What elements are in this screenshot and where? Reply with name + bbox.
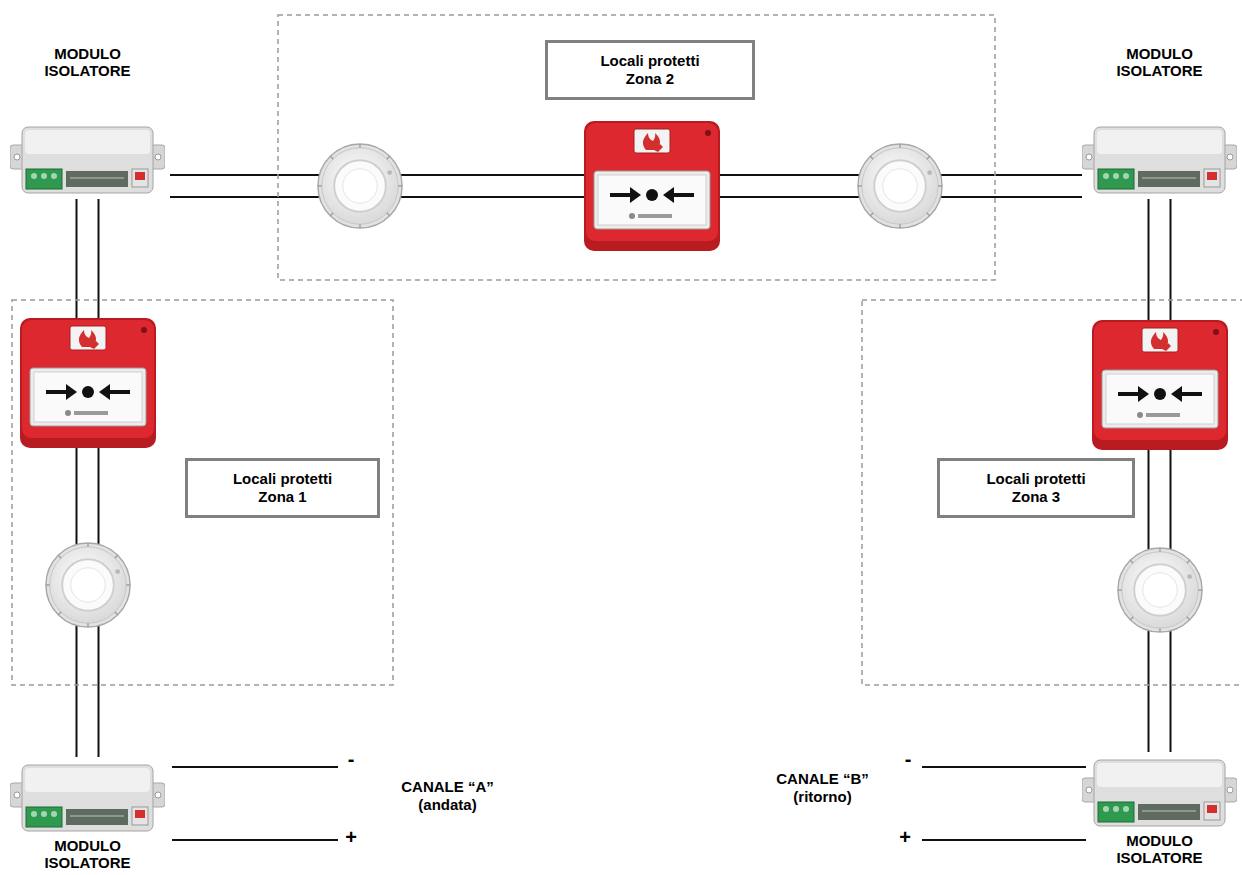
zone-label: Locali protetti Zona 3 bbox=[971, 470, 1101, 506]
module-part bbox=[31, 173, 37, 179]
zone-label-box: Locali protetti Zona 1 bbox=[185, 458, 380, 518]
module-part bbox=[1098, 802, 1134, 822]
module-part bbox=[1097, 130, 1222, 154]
module-part bbox=[25, 130, 150, 154]
zone-label: Locali protetti Zona 2 bbox=[585, 52, 715, 88]
module-part bbox=[66, 809, 128, 825]
module-part bbox=[41, 173, 47, 179]
module-part bbox=[1138, 171, 1200, 187]
zone-label: Locali protetti Zona 1 bbox=[218, 470, 348, 506]
isolator-picture bbox=[1082, 752, 1237, 832]
module-part bbox=[26, 807, 62, 827]
channel-label: CANALE “A” (andata) bbox=[390, 778, 505, 814]
module-label: MODULO ISOLATORE bbox=[1105, 832, 1215, 866]
module-part bbox=[31, 811, 37, 817]
wire-gap bbox=[1150, 199, 1170, 752]
manual-call-point bbox=[1092, 320, 1228, 450]
module-part bbox=[41, 811, 47, 817]
module-part bbox=[70, 815, 124, 817]
isolator-picture bbox=[10, 757, 165, 837]
module-part bbox=[1123, 173, 1129, 179]
polarity-sign: + bbox=[343, 828, 359, 846]
loop-wire bbox=[1148, 199, 1172, 752]
module-part bbox=[155, 154, 161, 160]
channel-wire bbox=[922, 766, 1086, 768]
zone-boundary bbox=[12, 300, 393, 685]
module-part bbox=[22, 765, 153, 831]
module-label: MODULO ISOLATORE bbox=[33, 45, 143, 79]
module-part bbox=[66, 171, 128, 187]
zone-label-box: Locali protetti Zona 3 bbox=[937, 458, 1135, 518]
smoke-detector bbox=[46, 543, 130, 627]
module-part bbox=[1086, 154, 1092, 160]
smoke-detector bbox=[858, 144, 942, 228]
module-part bbox=[1142, 177, 1196, 179]
module-part bbox=[1227, 154, 1233, 160]
module-part bbox=[1113, 173, 1119, 179]
module-part bbox=[135, 810, 145, 818]
module-part bbox=[132, 169, 148, 187]
module-part bbox=[132, 807, 148, 825]
isolator-module: MODULO ISOLATORE bbox=[1082, 45, 1237, 199]
module-part bbox=[1086, 787, 1092, 793]
module-part bbox=[1103, 173, 1109, 179]
module-part bbox=[22, 127, 153, 193]
module-part bbox=[135, 172, 145, 180]
module-part bbox=[1113, 806, 1119, 812]
module-part bbox=[1097, 763, 1222, 787]
module-part bbox=[1227, 787, 1233, 793]
module-part bbox=[51, 811, 57, 817]
wire-gap bbox=[78, 199, 98, 757]
channel-label: CANALE “B” (ritorno) bbox=[765, 770, 880, 806]
module-label: MODULO ISOLATORE bbox=[33, 837, 143, 871]
module-part bbox=[1142, 810, 1196, 812]
zone-boundary bbox=[278, 15, 995, 280]
smoke-detector bbox=[318, 144, 402, 228]
isolator-module: MODULO ISOLATORE bbox=[5, 757, 170, 871]
isolator-picture bbox=[10, 119, 165, 199]
module-part bbox=[70, 177, 124, 179]
zone-label-box: Locali protetti Zona 2 bbox=[545, 40, 755, 100]
zone-boundary bbox=[862, 300, 1242, 685]
module-part bbox=[51, 173, 57, 179]
module-part bbox=[1138, 804, 1200, 820]
polarity-sign: + bbox=[897, 828, 913, 846]
module-part bbox=[26, 169, 62, 189]
module-part bbox=[1094, 760, 1225, 826]
module-part bbox=[25, 768, 150, 792]
isolator-picture bbox=[1082, 119, 1237, 199]
loop-wire bbox=[76, 199, 100, 757]
manual-call-point bbox=[584, 121, 720, 251]
module-part bbox=[14, 154, 20, 160]
module-part bbox=[1103, 806, 1109, 812]
manual-call-point bbox=[20, 318, 156, 448]
module-label: MODULO ISOLATORE bbox=[1105, 45, 1215, 79]
module-part bbox=[1204, 802, 1220, 820]
module-part bbox=[1094, 127, 1225, 193]
polarity-sign: - bbox=[343, 750, 359, 768]
isolator-module: MODULO ISOLATORE bbox=[5, 45, 170, 199]
module-part bbox=[14, 792, 20, 798]
polarity-sign: - bbox=[900, 750, 916, 768]
module-part bbox=[155, 792, 161, 798]
isolator-module: MODULO ISOLATORE bbox=[1082, 752, 1237, 866]
channel-wire bbox=[172, 766, 338, 768]
module-part bbox=[1204, 169, 1220, 187]
module-part bbox=[1207, 172, 1217, 180]
module-part bbox=[1123, 806, 1129, 812]
channel-wire bbox=[172, 839, 338, 841]
module-part bbox=[1098, 169, 1134, 189]
module-part bbox=[1207, 805, 1217, 813]
channel-wire bbox=[922, 839, 1086, 841]
smoke-detector bbox=[1118, 548, 1202, 632]
